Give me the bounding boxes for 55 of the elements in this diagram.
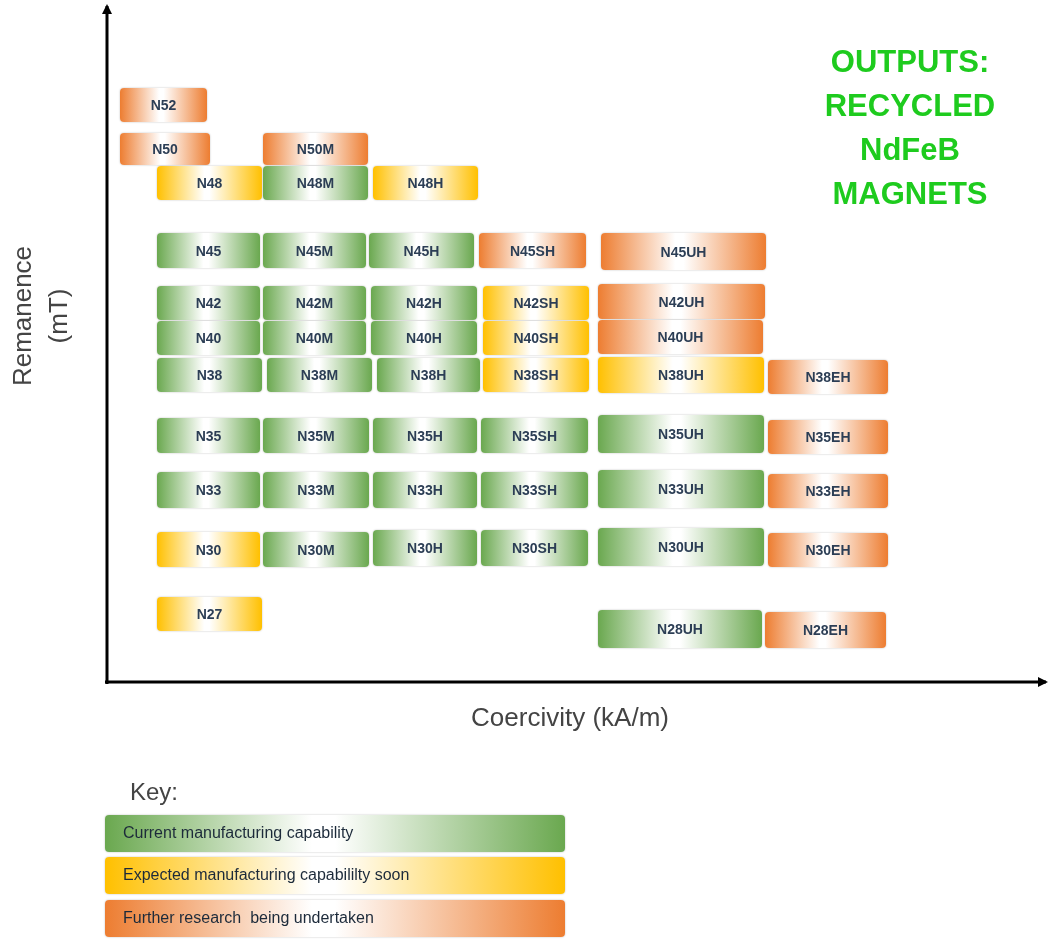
grade-box: N40UH [598, 320, 763, 354]
grade-box: N35SH [481, 418, 588, 453]
y-axis-title: Remanence (mT) [6, 244, 74, 389]
grade-box: N42H [371, 286, 477, 320]
grade-box: N40H [371, 321, 477, 355]
grade-box: N30H [373, 530, 477, 566]
legend-text: Further research being undertaken [123, 909, 374, 927]
grade-box: N33EH [768, 474, 888, 508]
grade-box: N45UH [601, 233, 766, 270]
grade-box: N40M [263, 321, 366, 355]
grade-box: N38SH [483, 358, 589, 392]
grade-box: N27 [157, 597, 262, 631]
key-heading: Key: [130, 778, 179, 806]
grade-box: N38M [267, 358, 372, 392]
grade-box: N50M [263, 133, 368, 165]
grade-box: N42UH [598, 284, 765, 319]
grade-box: N52 [120, 88, 207, 122]
grade-box: N40 [157, 321, 260, 355]
grade-box: N38EH [768, 360, 888, 394]
grade-box: N38H [377, 358, 480, 392]
grade-box: N35H [373, 418, 477, 453]
grade-box: N42M [263, 286, 366, 320]
grade-box: N35UH [598, 415, 764, 453]
grade-box: N30UH [598, 528, 764, 566]
grade-box: N30EH [768, 533, 888, 567]
grade-box: N33SH [481, 472, 588, 508]
grade-box: N50 [120, 133, 210, 165]
grade-box: N35EH [768, 420, 888, 454]
grade-box: N48 [157, 166, 262, 200]
grade-box: N40SH [483, 321, 589, 355]
grade-box: N30 [157, 532, 260, 567]
grade-box: N45SH [479, 233, 586, 268]
grade-box: N42SH [483, 286, 589, 320]
grade-box: N28UH [598, 610, 762, 648]
legend-text: Current manufacturing capability [123, 824, 354, 842]
grade-box: N33H [373, 472, 477, 508]
x-axis-title: Coercivity (kA/m) [470, 701, 670, 734]
grade-box: N45H [369, 233, 474, 268]
legend-text: Expected manufacturing capabililty soon [123, 866, 410, 884]
title: OUTPUTS: RECYCLED NdFeB MAGNETS [823, 43, 997, 213]
grade-box: N48H [373, 166, 478, 200]
grade-box: N48M [263, 166, 368, 200]
grade-box: N30SH [481, 530, 588, 566]
grade-box: N45M [263, 233, 366, 268]
grade-box: N38UH [598, 357, 764, 393]
grade-box: N33UH [598, 470, 764, 508]
grade-box: N30M [263, 532, 369, 567]
grade-box: N45 [157, 233, 260, 268]
grade-box: N42 [157, 286, 260, 320]
grade-box: N35M [263, 418, 369, 453]
grade-box: N33M [263, 472, 369, 508]
grade-box: N28EH [765, 612, 886, 648]
grade-box: N33 [157, 472, 260, 508]
grade-box: N35 [157, 418, 260, 453]
grade-box: N38 [157, 358, 262, 392]
